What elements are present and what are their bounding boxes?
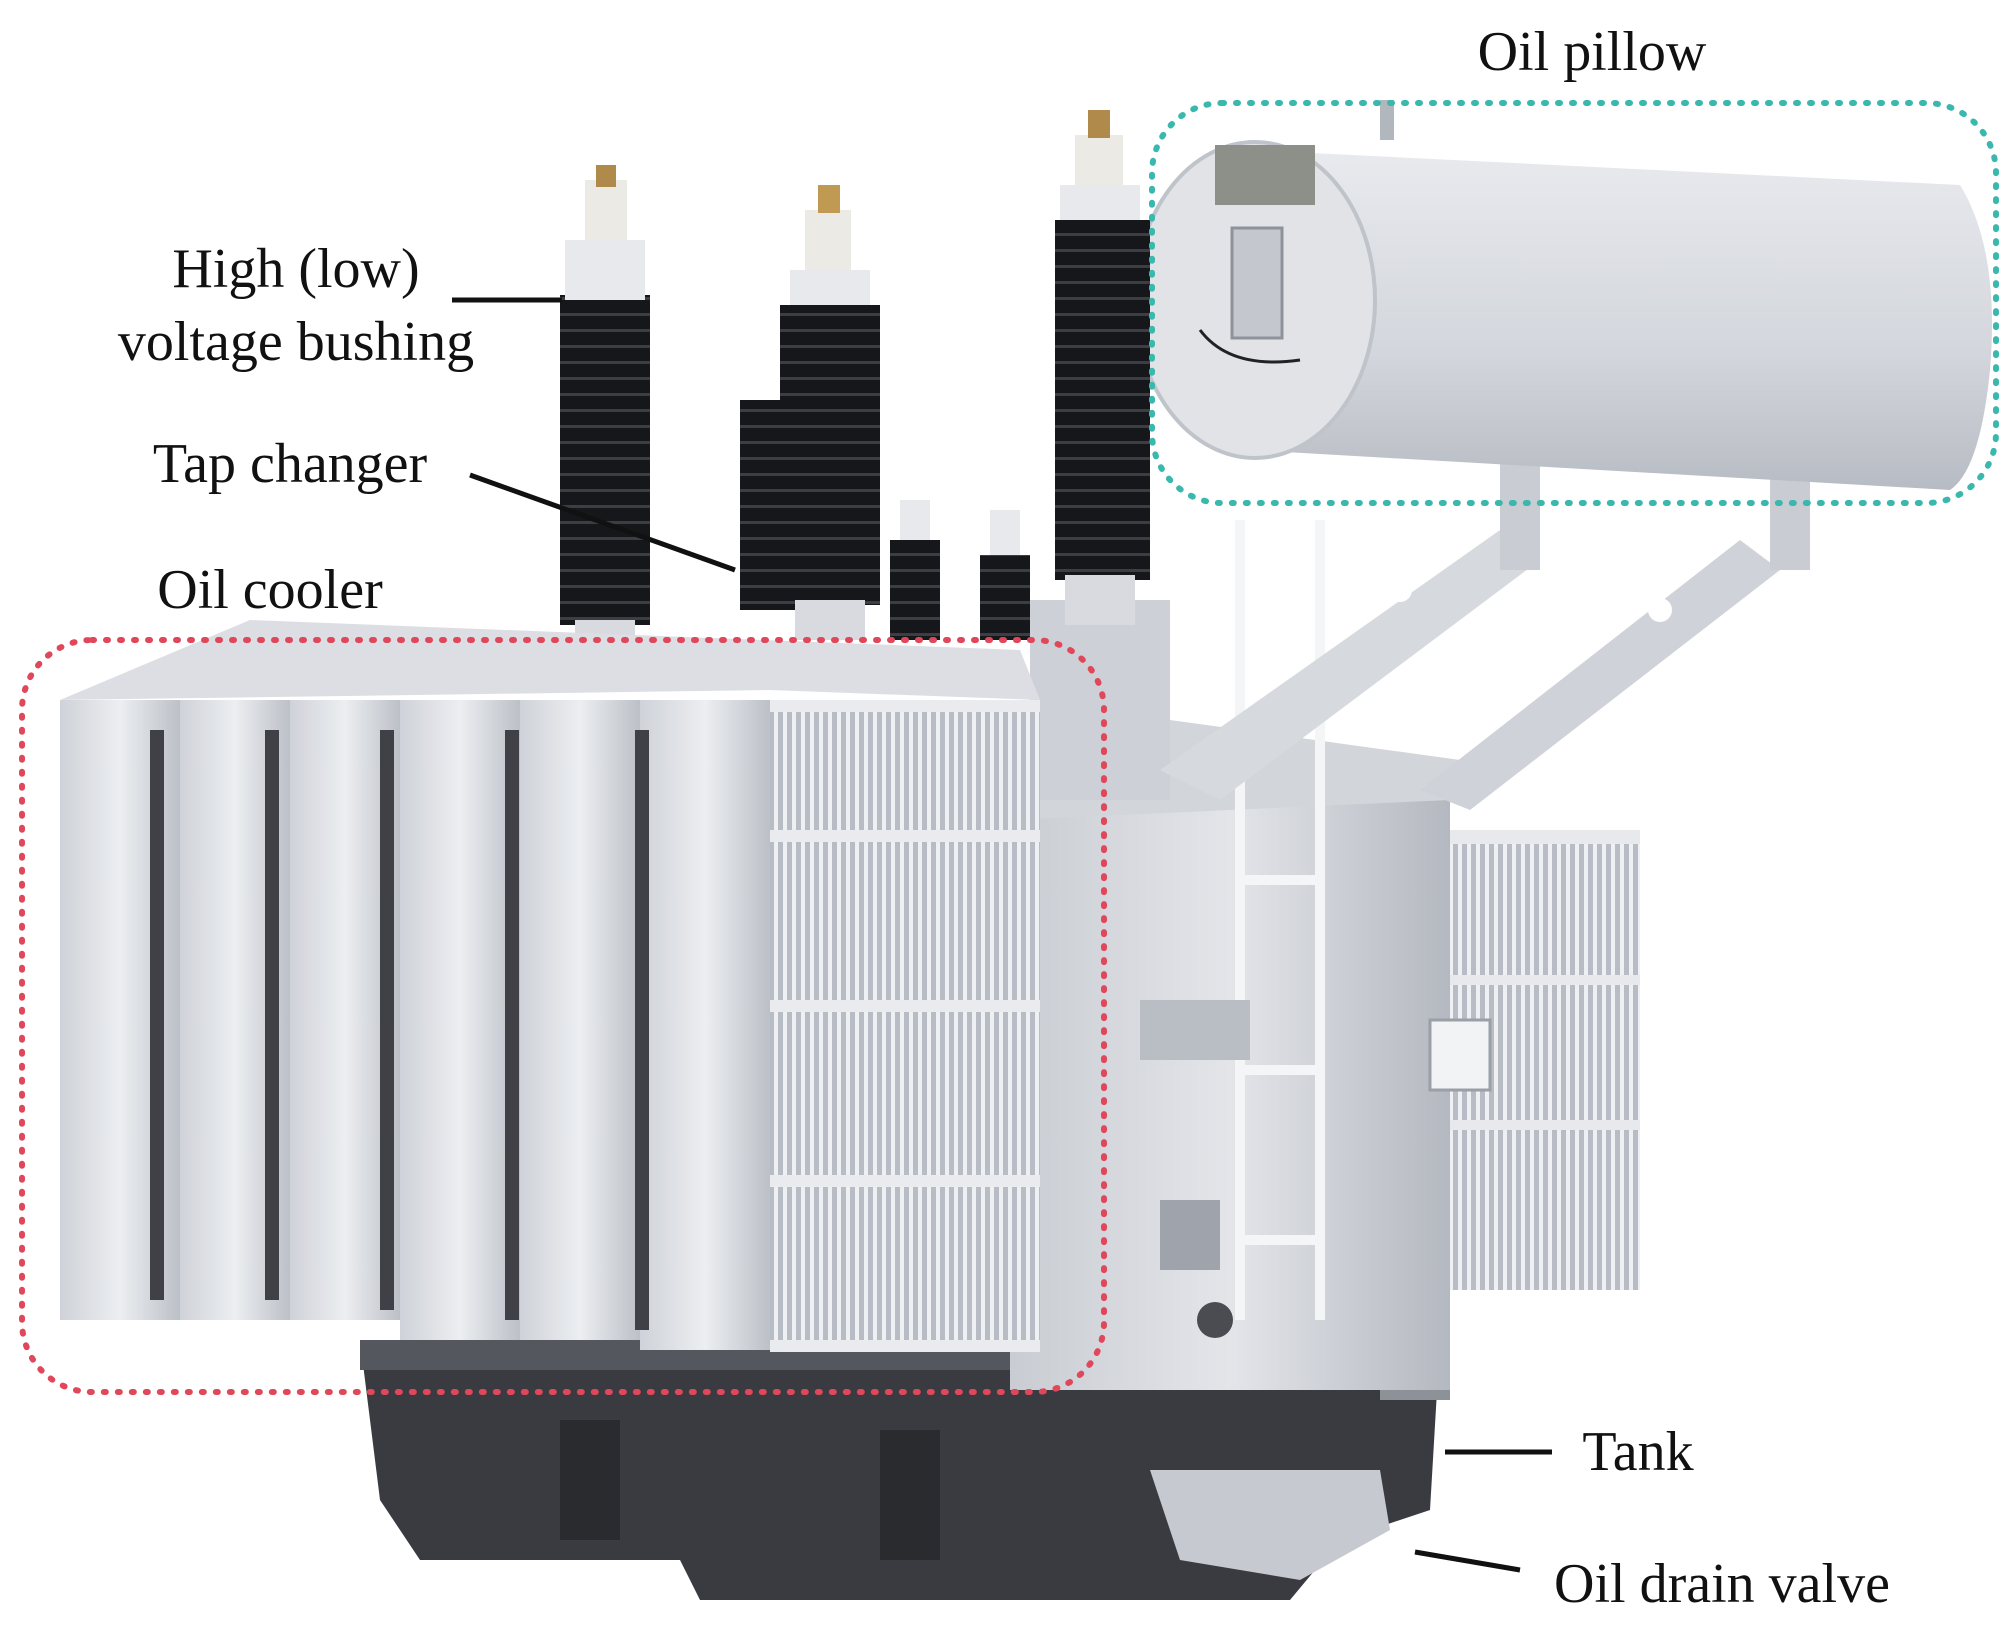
tank-body <box>1010 520 1460 1390</box>
bushing-center <box>740 185 880 640</box>
tank-label: Tank <box>1582 1421 1693 1483</box>
ladder <box>1235 520 1325 1320</box>
oil-pillow-highlight <box>1149 100 1999 506</box>
leader-lines <box>452 297 1552 1573</box>
oil-pillow-tank <box>1133 100 1992 490</box>
drain-valve-leader <box>1414 1549 1521 1573</box>
rear-radiator <box>1428 830 1640 1290</box>
oil-pillow-label: Oil pillow <box>1478 21 1707 83</box>
neutral-bushings <box>890 500 1030 640</box>
bushing-label-line1: High (low) <box>172 238 419 300</box>
bushing-label-line2: voltage bushing <box>118 311 474 373</box>
oil-cooler-highlight <box>19 637 1107 1395</box>
bushing-left <box>560 165 650 660</box>
tap-changer-leader <box>469 472 736 573</box>
pillow-supports <box>1160 430 1810 810</box>
oil-cooler-radiators <box>60 620 1040 1352</box>
oil-cooler-label: Oil cooler <box>157 559 383 621</box>
bushing-right <box>1055 110 1150 625</box>
oil-drain-valve-label: Oil drain valve <box>1554 1553 1890 1615</box>
tap-changer-label: Tap changer <box>153 433 428 495</box>
